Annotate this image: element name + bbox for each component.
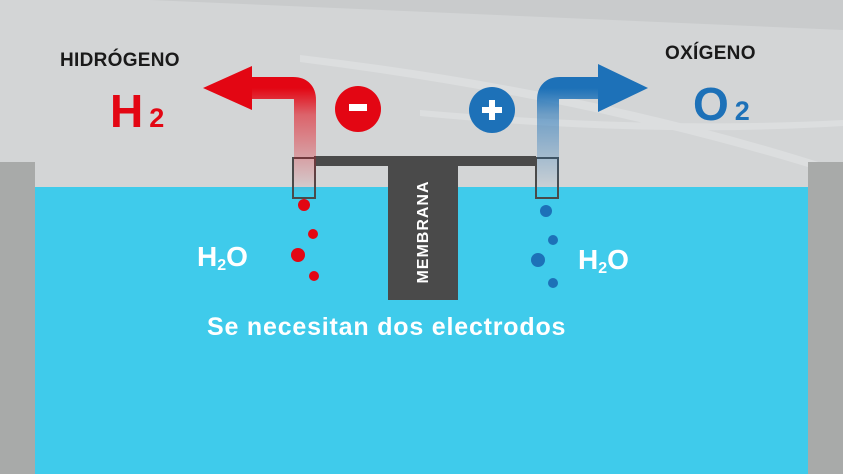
water-left-subscript: 2 xyxy=(217,257,227,274)
background-streak xyxy=(300,55,843,178)
hydrogen-arrowhead xyxy=(203,66,252,110)
oxygen-symbol: O xyxy=(693,78,729,130)
oxygen-bubble xyxy=(548,278,558,288)
oxygen-label: OXÍGENO xyxy=(665,43,756,64)
oxygen-arrow xyxy=(537,77,602,195)
plus-icon xyxy=(489,100,495,120)
oxygen-bubble xyxy=(531,253,545,267)
water-right-h: H xyxy=(578,244,599,275)
hydrogen-bubble xyxy=(298,199,310,211)
oxygen-subscript: 2 xyxy=(734,96,750,126)
hydrogen-symbol: H xyxy=(110,85,144,137)
hydrogen-subscript: 2 xyxy=(149,103,165,133)
oxygen-bubble xyxy=(540,205,552,217)
water-left-h: H xyxy=(197,241,218,272)
hydrogen-label: HIDRÓGENO xyxy=(60,50,180,71)
tank-wall-right xyxy=(808,162,843,474)
hydrogen-bubble xyxy=(308,229,318,239)
caption: Se necesitan dos electrodos xyxy=(207,313,567,341)
membrane xyxy=(388,160,458,300)
minus-icon xyxy=(349,104,367,111)
hydrogen-bubble xyxy=(291,248,305,262)
hydrogen-arrow xyxy=(248,77,316,195)
water-left-o: O xyxy=(226,241,248,272)
background-streak xyxy=(420,110,843,131)
background-streak xyxy=(150,0,843,30)
water-right-subscript: 2 xyxy=(598,260,608,277)
hydrogen-bubble xyxy=(309,271,319,281)
water-right-o: O xyxy=(607,244,629,275)
water-label-right: H2O xyxy=(578,244,629,278)
tank-wall-left xyxy=(0,162,35,474)
oxygen-bubble xyxy=(548,235,558,245)
membrane-label: MEMBRANA xyxy=(415,180,432,284)
water-label-left: H2O xyxy=(197,241,248,275)
oxygen-arrowhead xyxy=(598,64,648,112)
